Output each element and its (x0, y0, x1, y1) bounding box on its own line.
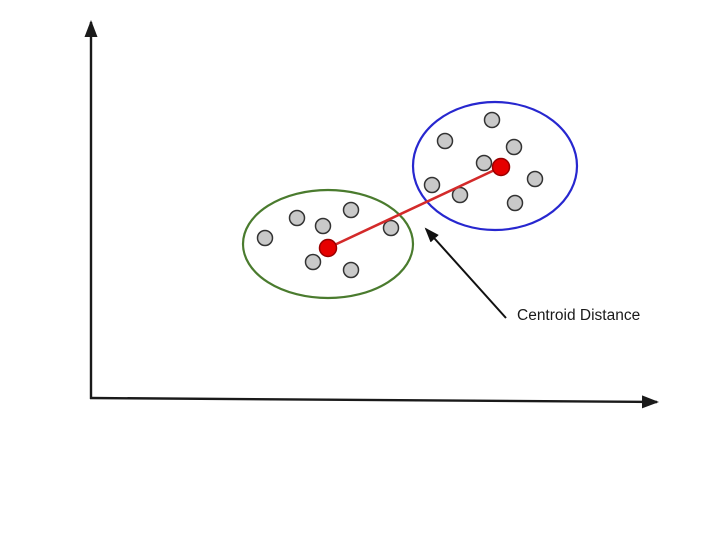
left-cluster-point (342, 261, 360, 279)
axes (84, 20, 659, 409)
left-cluster-centroid (318, 238, 338, 258)
right-cluster-ellipse (411, 100, 579, 232)
right-cluster-point (475, 154, 493, 172)
left-cluster-point (288, 209, 306, 227)
right-cluster-centroid (491, 157, 511, 177)
right-cluster-point (505, 138, 523, 156)
right-cluster-point (483, 111, 501, 129)
left-cluster-point (342, 201, 360, 219)
right-cluster-point (506, 194, 524, 212)
x-axis (89, 395, 659, 409)
left-cluster-point (314, 217, 332, 235)
left-cluster-ellipse (241, 188, 415, 300)
left-cluster-point (382, 219, 400, 237)
right-cluster-point (436, 132, 454, 150)
centroid-distance-line (327, 165, 502, 250)
left-cluster-point (256, 229, 274, 247)
annotation-arrow (424, 227, 507, 319)
right-cluster-point (526, 170, 544, 188)
left-cluster-point (304, 253, 322, 271)
right-cluster-point (423, 176, 441, 194)
annotation-label: Centroid Distance (517, 307, 640, 324)
annotation-arrow-layer (424, 227, 507, 319)
clusters (241, 100, 579, 300)
